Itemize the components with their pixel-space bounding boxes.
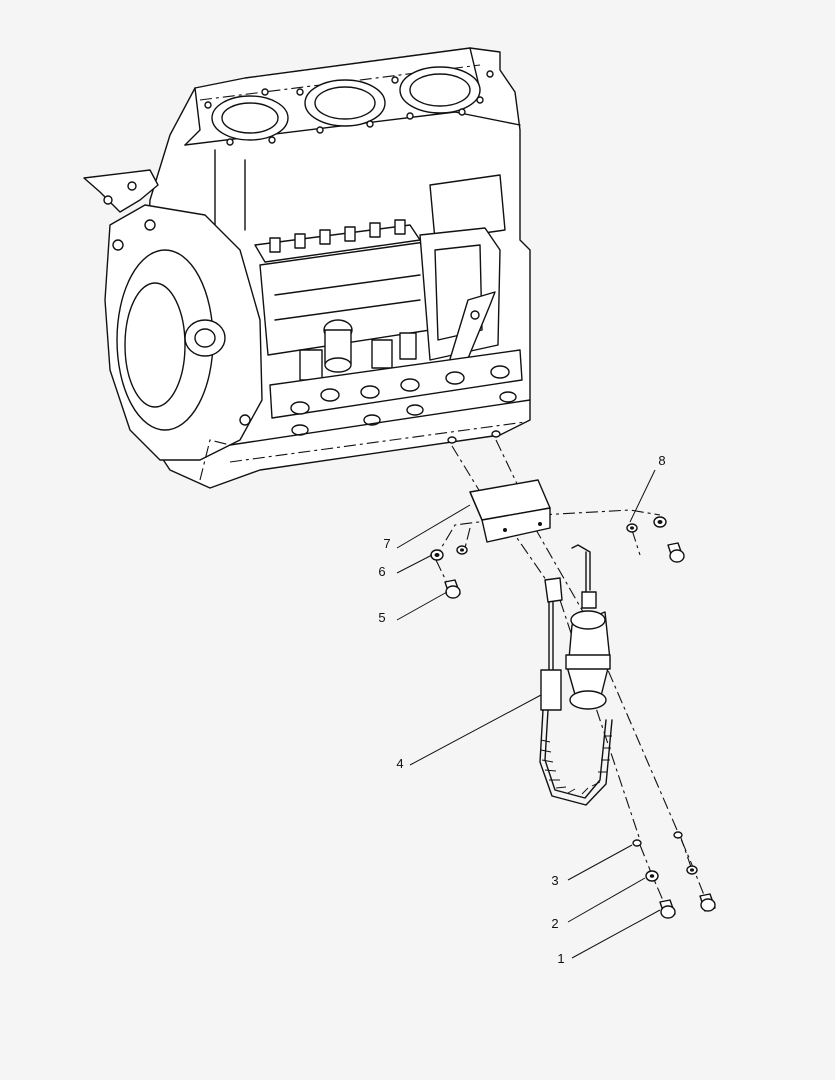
callout-6: 6 [378,564,385,579]
callout-4: 4 [396,756,403,771]
bracket-hardware [430,516,685,599]
solenoid-hardware [632,831,716,919]
mounting-bracket [469,479,551,543]
assembly-centerlines [435,439,707,906]
callout-8: 8 [658,453,665,468]
leader-lines [396,469,661,959]
callout-1: 1 [557,951,564,966]
callout-2: 2 [551,916,558,931]
stop-solenoid-assembly [539,544,613,806]
engine-block [83,47,531,489]
callout-3: 3 [551,873,558,888]
callout-5: 5 [378,610,385,625]
callout-7: 7 [383,536,390,551]
callout-labels: 8 7 6 5 4 3 2 1 [378,453,665,966]
